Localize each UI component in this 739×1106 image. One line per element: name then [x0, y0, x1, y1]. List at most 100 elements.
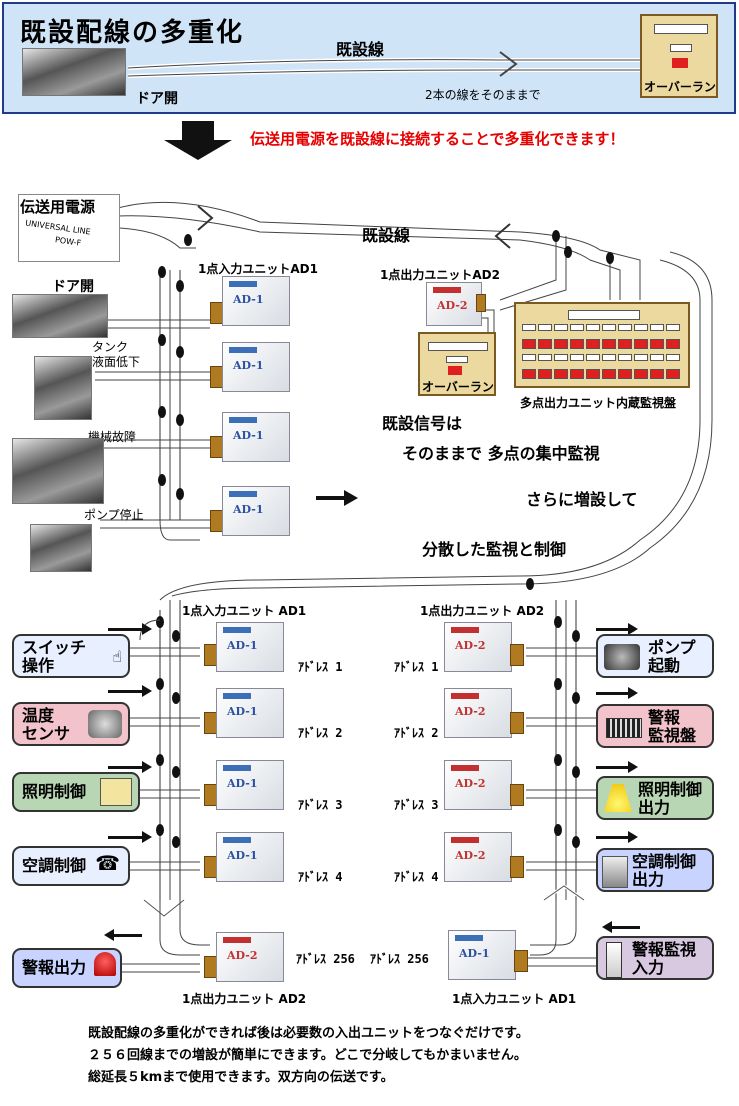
indicator-lamp-icon	[522, 354, 536, 361]
expand-line2: 分散した監視と制御	[422, 540, 567, 559]
left-address-1: ｱﾄﾞﾚｽ 1	[298, 660, 343, 674]
unit-mark: AD-1	[233, 359, 264, 372]
unit-mark: AD-1	[459, 947, 490, 960]
top-door-label: ドア開	[136, 91, 178, 107]
indicator-lamp-icon	[666, 369, 680, 379]
lamp-icon	[604, 784, 632, 812]
thermometer-icon	[606, 942, 622, 978]
output-alarm-panel: 警報 監視盤	[596, 704, 714, 748]
main-out-unit-title: 1点出力ユニットAD2	[380, 268, 500, 282]
left-address-256: ｱﾄﾞﾚｽ 256	[296, 952, 355, 966]
input-switch: スイッチ 操作 ☝	[12, 634, 130, 678]
indicator-lamp-icon	[634, 324, 648, 331]
indicator-lamp-icon	[554, 339, 568, 349]
main-overrun-box: オーバーラン	[418, 332, 496, 396]
main-in-unit-title: 1点入力ユニットAD1	[198, 262, 318, 276]
machine-photo	[12, 438, 104, 504]
indicator-lamp-icon	[570, 339, 584, 349]
lower-input-unit-2: AD-1	[216, 688, 284, 738]
output-unit-upper: AD-2	[426, 282, 482, 326]
door-sensor-photo-2	[12, 294, 108, 338]
input-switch-label: スイッチ 操作	[22, 638, 87, 675]
lower-left-unit-title: 1点入力ユニット AD1	[182, 604, 307, 618]
lower-output-unit-3: AD-2	[444, 760, 512, 810]
indicator-lamp-icon	[650, 324, 664, 331]
right-address-2: ｱﾄﾞﾚｽ 2	[394, 726, 439, 740]
indicator-lamp-icon	[570, 354, 584, 361]
left-address-2: ｱﾄﾞﾚｽ 2	[298, 726, 343, 740]
indicator-lamp-icon	[618, 339, 632, 349]
input-aircon-label: 空調制御	[22, 856, 87, 875]
indicator-lamp-icon	[634, 354, 648, 361]
door-sensor-photo	[22, 48, 126, 96]
indicator-lamp-icon	[602, 324, 616, 331]
right-address-3: ｱﾄﾞﾚｽ 3	[394, 798, 439, 812]
power-device: UNIVERSAL LINE POW-F	[18, 194, 120, 262]
footer-line-3: 総延長５kmまで使用できます。双方向の伝送です。	[88, 1070, 394, 1085]
unit-mark: AD-1	[233, 429, 264, 442]
unit-mark: AD-1	[227, 705, 258, 718]
signal-line2: そのままで 多点の集中監視	[402, 444, 600, 463]
indicator-lamp-icon	[650, 369, 664, 379]
indicator-lamp-icon	[602, 339, 616, 349]
input-lighting: 照明制御	[12, 772, 140, 812]
input-aircon: 空調制御 ☎	[12, 846, 130, 886]
indicator-lamp-icon	[554, 324, 568, 331]
input-unit-4: AD-1	[222, 486, 290, 536]
connector	[510, 784, 524, 806]
unit-mark: AD-1	[227, 777, 258, 790]
expand-line1: さらに増設して	[526, 490, 638, 509]
power-device-sub: POW-F	[54, 235, 82, 248]
footer-line-2: ２５６回線までの増設が簡単にできます。どこで分岐してもかまいません。	[88, 1048, 527, 1063]
right-address-256: ｱﾄﾞﾚｽ 256	[370, 952, 429, 966]
lower-output-unit-256: AD-2	[216, 932, 284, 982]
power-label: 伝送用電源	[20, 198, 96, 216]
main-existing-wire: 既設線	[362, 226, 411, 245]
indicator-lamp-icon	[522, 339, 536, 349]
hand-switch-icon: ☝	[112, 647, 122, 666]
headline: 伝送用電源を既設線に接続することで多重化できます！	[250, 130, 625, 148]
indicator-lamp-icon	[538, 339, 552, 349]
indicator-lamp-icon	[522, 369, 536, 379]
output-alarm-label: 警報出力	[22, 958, 87, 977]
top-title: 既設配線の多重化	[20, 18, 245, 48]
indicator-lamp-icon	[618, 369, 632, 379]
output-aircon-label: 空調制御 出力	[632, 852, 697, 889]
connector	[510, 712, 524, 734]
unit-mark: AD-1	[233, 503, 264, 516]
connector	[510, 644, 524, 666]
output-pump: ポンプ 起動	[596, 634, 714, 678]
lower-input-unit-4: AD-1	[216, 832, 284, 882]
connector	[510, 856, 524, 878]
indicator-lamp-icon	[570, 324, 584, 331]
output-lighting-label: 照明制御 出力	[638, 780, 703, 817]
unit-mark: AD-1	[227, 849, 258, 862]
panel-label: 多点出力ユニット内蔵監視盤	[520, 396, 677, 410]
indicator-lamp-icon	[522, 324, 536, 331]
lighting-panel-icon	[100, 778, 132, 806]
connector	[476, 294, 486, 312]
indicator-lamp-icon	[650, 339, 664, 349]
unit-mark: AD-2	[227, 949, 258, 962]
lower-output-unit-2: AD-2	[444, 688, 512, 738]
indicator-lamp-icon	[666, 354, 680, 361]
indicator-lamp-icon	[554, 354, 568, 361]
footer-line-1: 既設配線の多重化ができれば後は必要数の入出ユニットをつなぐだけです。	[88, 1026, 529, 1041]
input-unit-2: AD-1	[222, 342, 290, 392]
output-pump-label: ポンプ 起動	[648, 638, 696, 675]
sensor-tank-label: タンク 液面低下	[92, 340, 141, 369]
right-address-1: ｱﾄﾞﾚｽ 1	[394, 660, 439, 674]
indicator-lamp-icon	[554, 369, 568, 379]
indicator-lamp-icon	[538, 324, 552, 331]
power-device-text: UNIVERSAL LINE	[24, 218, 92, 237]
indicator-lamp-icon	[538, 354, 552, 361]
signal-line1: 既設信号は	[382, 414, 463, 433]
main-overrun-label: オーバーラン	[422, 380, 494, 394]
unit-mark: AD-1	[233, 293, 264, 306]
indicator-lamp-icon	[634, 339, 648, 349]
indicator-lamp-icon	[570, 369, 584, 379]
input-unit-1: AD-1	[222, 276, 290, 326]
top-wire-label: 既設線	[336, 40, 385, 59]
unit-mark: AD-2	[455, 849, 486, 862]
